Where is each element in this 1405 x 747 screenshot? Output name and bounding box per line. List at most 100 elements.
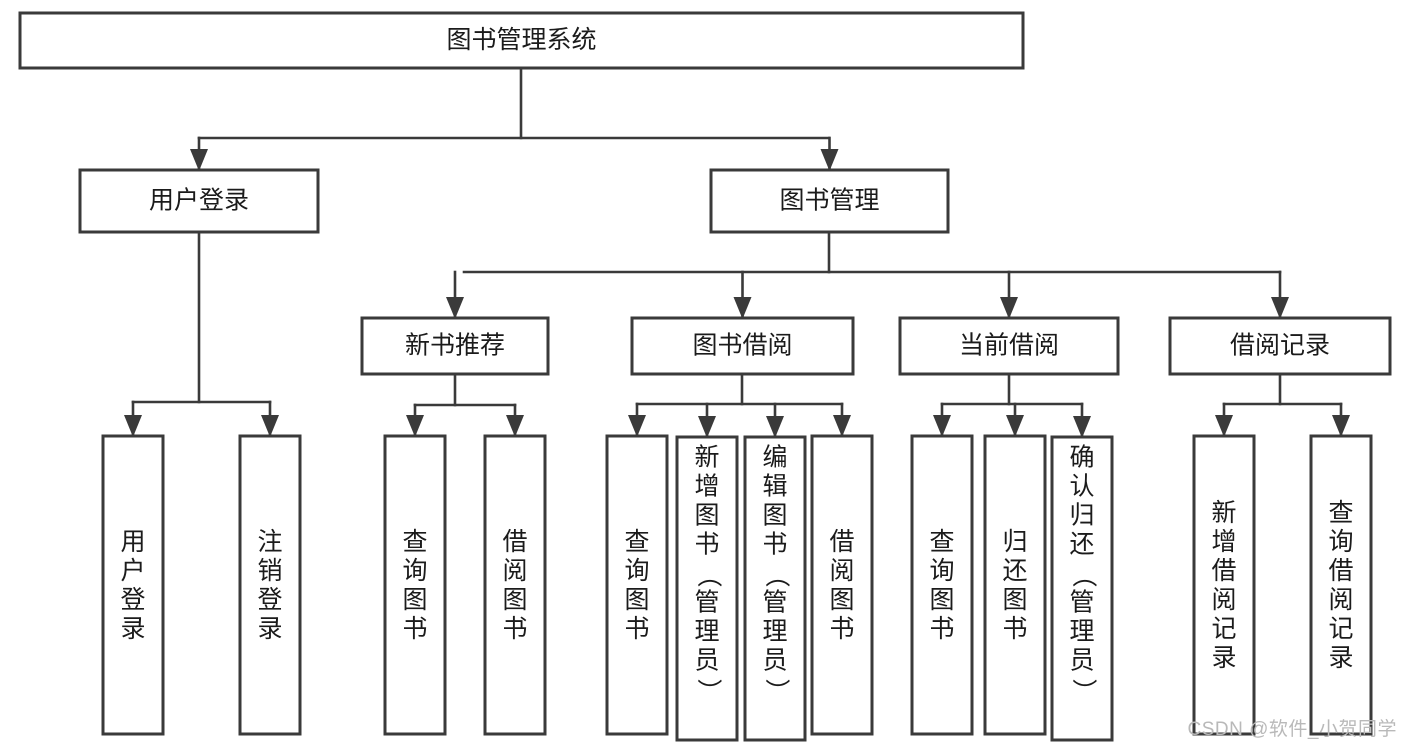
node-label-char: 借 [1211, 557, 1236, 585]
node-label-char: 归 [1002, 528, 1027, 556]
node-label-char: 图 [1002, 586, 1027, 614]
node-label-char: 记 [1211, 615, 1236, 643]
node-label-char: 询 [1328, 528, 1353, 556]
edge-bookmgmt-to-records [1271, 270, 1289, 320]
node-label-char: （ [694, 562, 722, 587]
node-label-char: （ [1069, 562, 1097, 587]
node-label-char: 书 [929, 615, 954, 643]
node-label-char: 录 [1328, 644, 1353, 672]
node-leaf-query-book-1[interactable]: 查询图书查询图书 [383, 434, 447, 736]
node-borrow[interactable]: 图书借阅 [630, 316, 855, 376]
node-label-char: 查 [1328, 499, 1353, 527]
edge-root-to-login [190, 136, 208, 172]
node-leaf-query-book-2[interactable]: 查询图书查询图书 [605, 434, 669, 736]
node-label-char: 书 [402, 615, 427, 643]
node-label-char: （ [762, 562, 790, 587]
node-root[interactable]: 图书管理系统 [18, 11, 1025, 70]
node-label-char: 借 [502, 528, 527, 556]
edge-newbook-to-leaf-borrow-book-1 [506, 403, 524, 438]
node-label-char: 书 [502, 615, 527, 643]
node-label-char: 增 [1211, 528, 1236, 556]
edge-login-to-leaf-user-login [124, 400, 142, 438]
edge-current-to-leaf-return-book [1006, 402, 1024, 438]
nodes-layer: 图书管理系统用户登录图书管理新书推荐图书借阅当前借阅借阅记录用户登录用户登录注销… [18, 11, 1392, 742]
edge-newbook-to-leaf-query-book-1 [406, 403, 424, 438]
node-label-char: 新 [1211, 499, 1236, 527]
edge-borrow-to-leaf-query-book-2 [628, 402, 646, 438]
node-label-char: 询 [624, 557, 649, 585]
node-label-char: 管 [762, 589, 787, 617]
node-current[interactable]: 当前借阅 [898, 316, 1120, 376]
node-label-char: 理 [1069, 618, 1094, 646]
node-label-char: 认 [1069, 473, 1094, 501]
connector-edges-layer [124, 66, 1350, 439]
node-label-char: 销 [257, 557, 282, 585]
node-label-char: 书 [1002, 615, 1027, 643]
connector-newbook-rail [413, 372, 517, 407]
node-label-char: 注 [257, 528, 282, 556]
node-label-char: 图 [829, 586, 854, 614]
node-label-char: 查 [929, 528, 954, 556]
node-label-char: 理 [694, 618, 719, 646]
node-label-char: 录 [1211, 644, 1236, 672]
node-label-char: 编 [762, 444, 787, 472]
node-newbook[interactable]: 新书推荐 [360, 316, 550, 376]
node-label-char: 员 [1069, 647, 1094, 675]
node-leaf-query-book-3[interactable]: 查询图书查询图书 [910, 434, 974, 736]
node-leaf-query-record[interactable]: 查询借阅记录查询借阅记录 [1309, 434, 1373, 736]
edge-current-to-leaf-query-book-3 [933, 402, 951, 438]
node-label-char: 图 [762, 502, 787, 530]
node-label-char: 记 [1328, 615, 1353, 643]
node-bookmgmt[interactable]: 图书管理 [709, 168, 950, 234]
node-leaf-borrow-book-1[interactable]: 借阅图书借阅图书 [483, 434, 547, 736]
edge-borrow-to-leaf-add-book [698, 402, 716, 439]
node-label-char: 管 [694, 589, 719, 617]
node-label-char: 图 [402, 586, 427, 614]
node-label-char: 新 [694, 444, 719, 472]
node-label-char: 查 [624, 528, 649, 556]
edge-borrow-to-leaf-borrow-book-2 [833, 402, 851, 438]
node-label-char: 增 [694, 473, 719, 501]
edge-records-to-leaf-query-record [1332, 402, 1350, 438]
connector-bookmgmt-rail [462, 230, 1282, 274]
node-label: 用户登录 [149, 187, 249, 215]
node-label-char: 询 [929, 557, 954, 585]
node-label-char: 理 [762, 618, 787, 646]
node-label-char: 书 [762, 531, 787, 559]
node-login[interactable]: 用户登录 [78, 168, 320, 234]
node-label-char: 询 [402, 557, 427, 585]
node-label-char: 查 [402, 528, 427, 556]
node-label-char: 阅 [829, 557, 854, 585]
node-label-char: 阅 [1211, 586, 1236, 614]
node-label: 图书管理系统 [446, 26, 596, 54]
node-label-char: 书 [694, 531, 719, 559]
node-label-char: 图 [694, 502, 719, 530]
node-leaf-add-record[interactable]: 新增借阅记录新增借阅记录 [1192, 434, 1256, 736]
node-label-char: 还 [1002, 557, 1027, 585]
node-label-char: ） [762, 678, 790, 703]
node-label-char: 图 [624, 586, 649, 614]
node-label-char: 借 [829, 528, 854, 556]
node-label: 借阅记录 [1230, 332, 1330, 360]
node-label-char: 录 [120, 615, 145, 643]
node-label-char: 管 [1069, 589, 1094, 617]
node-label: 图书借阅 [692, 332, 792, 360]
edge-borrow-to-leaf-edit-book [766, 402, 784, 439]
node-label-char: 阅 [1328, 586, 1353, 614]
node-leaf-borrow-book-2[interactable]: 借阅图书借阅图书 [810, 434, 874, 736]
connector-borrow-rail [635, 372, 844, 406]
node-records[interactable]: 借阅记录 [1168, 316, 1392, 376]
connector-records-rail [1222, 372, 1343, 406]
node-label-char: 图 [929, 586, 954, 614]
node-leaf-user-login[interactable]: 用户登录用户登录 [101, 434, 165, 736]
node-leaf-logout[interactable]: 注销登录注销登录 [238, 434, 302, 736]
edge-bookmgmt-to-current [1000, 270, 1018, 320]
node-label-char: ） [694, 678, 722, 703]
node-leaf-return-book[interactable]: 归还图书归还图书 [983, 434, 1047, 736]
connector-root-rail [197, 66, 831, 140]
edge-current-to-leaf-confirm-return [1073, 402, 1091, 439]
